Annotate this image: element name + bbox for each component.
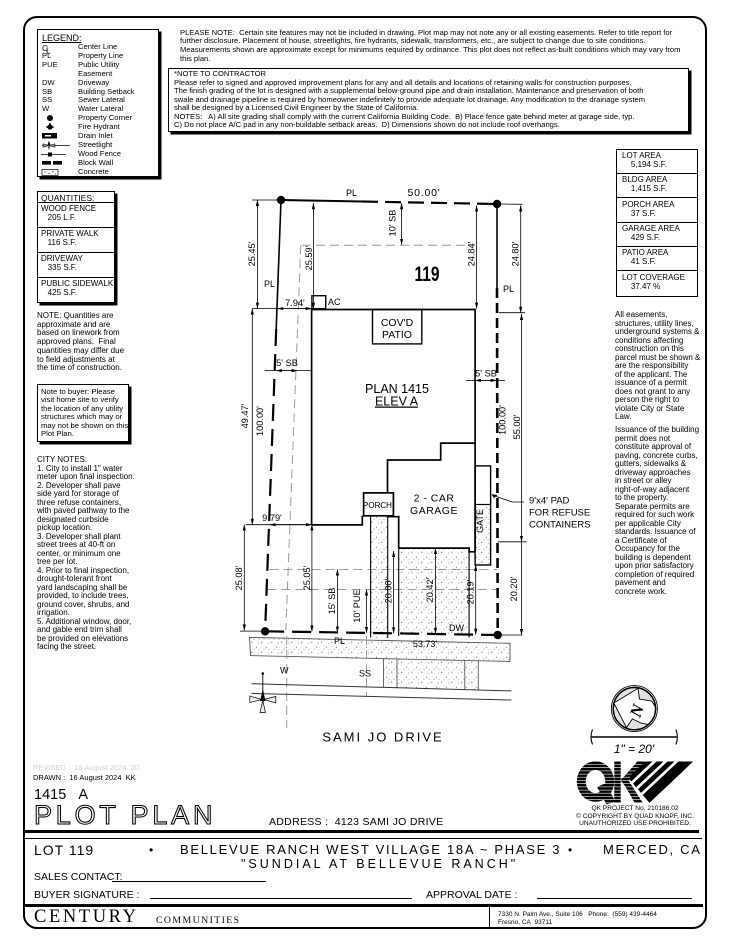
svg-text:PL: PL <box>334 636 345 646</box>
svg-text:24.80': 24.80' <box>511 241 521 266</box>
svg-text:L: L <box>46 46 51 56</box>
svg-text:SAMI JO DRIVE: SAMI JO DRIVE <box>322 730 443 745</box>
svg-text:C: C <box>42 43 48 53</box>
svg-text:GARAGE: GARAGE <box>410 505 458 517</box>
svg-text:PORCH: PORCH <box>363 501 392 510</box>
svg-text:1" = 20': 1" = 20' <box>614 742 655 756</box>
svg-text:50.00': 50.00' <box>407 187 440 199</box>
svg-text:20.42': 20.42' <box>425 577 435 602</box>
svg-text:2 - CAR: 2 - CAR <box>414 493 455 505</box>
svg-text:25.08': 25.08' <box>234 565 244 590</box>
svg-text:10' SB: 10' SB <box>388 210 398 237</box>
svg-text:9.79': 9.79' <box>262 513 282 523</box>
svg-text:DW: DW <box>449 623 464 633</box>
svg-text:PL: PL <box>264 279 275 289</box>
svg-text:CONTAINERS: CONTAINERS <box>529 520 591 531</box>
svg-text:24.84': 24.84' <box>467 241 477 266</box>
svg-text:100.00': 100.00' <box>498 405 508 435</box>
svg-text:COV'D: COV'D <box>381 317 414 329</box>
svg-text:GATE: GATE <box>475 509 485 533</box>
svg-text:25.45': 25.45' <box>247 241 257 266</box>
svg-text:W: W <box>280 666 289 676</box>
svg-text:25.59': 25.59' <box>304 245 314 270</box>
svg-text:20.19': 20.19' <box>466 579 476 604</box>
svg-text:53.73': 53.73' <box>413 639 438 649</box>
svg-text:10' PUE: 10' PUE <box>352 589 362 622</box>
svg-text:FOR REFUSE: FOR REFUSE <box>529 508 590 519</box>
svg-text:119: 119 <box>415 263 440 286</box>
svg-text:5' SB: 5' SB <box>276 358 298 368</box>
svg-text:55.00': 55.00' <box>512 414 522 439</box>
svg-text:PLAN 1415: PLAN 1415 <box>365 382 429 396</box>
svg-text:5' SB: 5' SB <box>475 369 497 379</box>
svg-text:AC: AC <box>328 297 341 307</box>
svg-text:PL: PL <box>346 188 357 198</box>
svg-text:ELEV A: ELEV A <box>375 395 419 409</box>
svg-text:15' SB: 15' SB <box>327 588 337 615</box>
svg-text:9'x4' PAD: 9'x4' PAD <box>529 496 570 507</box>
svg-text:20.00': 20.00' <box>384 578 394 603</box>
svg-text:7.94': 7.94' <box>285 298 305 308</box>
svg-text:100.00': 100.00' <box>255 406 265 436</box>
svg-text:49.47': 49.47' <box>240 403 250 428</box>
svg-text:25.05': 25.05' <box>302 565 312 590</box>
svg-text:20.20': 20.20' <box>509 576 519 601</box>
svg-text:PATIO: PATIO <box>382 329 412 341</box>
svg-text:PL: PL <box>503 284 514 294</box>
svg-text:SS: SS <box>359 669 371 679</box>
